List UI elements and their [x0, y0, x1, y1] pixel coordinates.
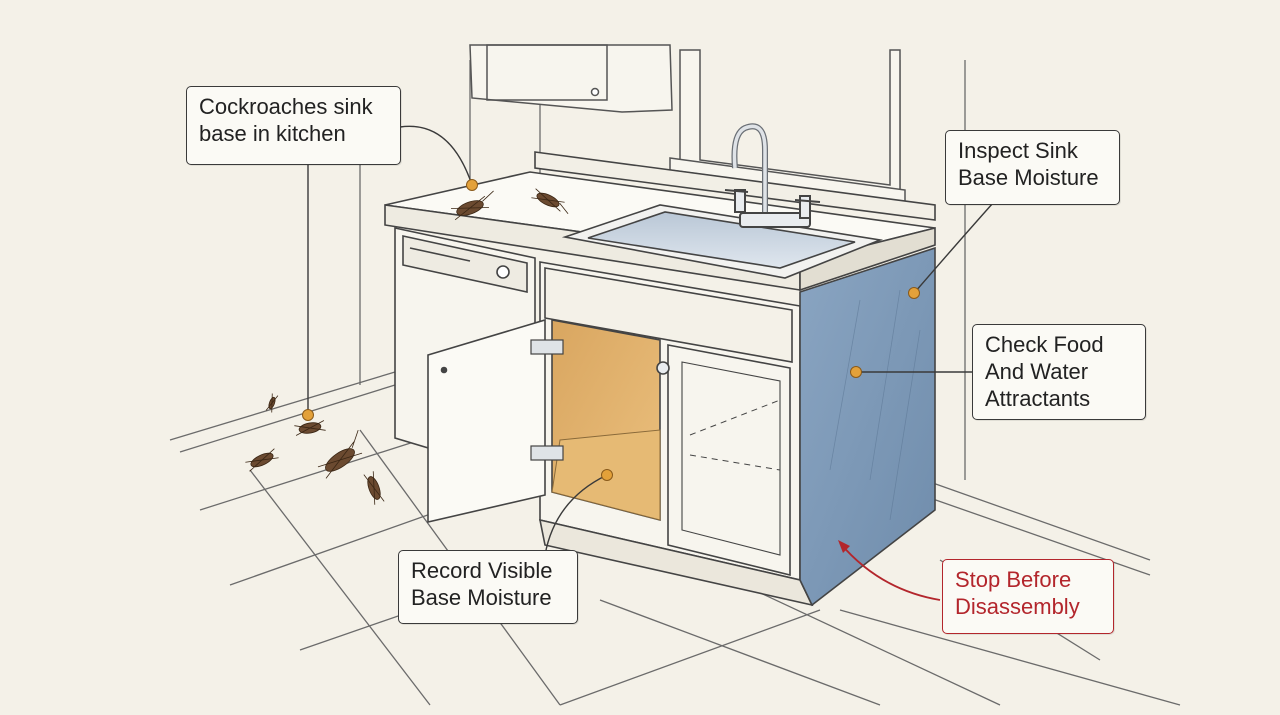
callout-markers: [302, 179, 920, 481]
callout-cockroaches: Cockroaches sink base in kitchen: [186, 86, 401, 165]
upper-cabinet: [469, 44, 673, 113]
callout-check: Check Food And Water Attractants: [972, 324, 1146, 420]
warning-arrowhead: [838, 540, 850, 553]
callout-stop-line1: Stop Before: [955, 567, 1072, 592]
callout-check-line1: Check Food: [985, 332, 1104, 357]
callout-record-line2: Base Moisture: [411, 585, 552, 610]
callout-check-line3: Attractants: [985, 386, 1091, 411]
callout-record: Record Visible Base Moisture: [398, 550, 578, 624]
leader-lines: [307, 125, 994, 556]
open-cabinet-door: [427, 318, 564, 524]
callout-inspect-line1: Inspect Sink: [958, 138, 1078, 163]
callout-check-line2: And Water: [985, 359, 1089, 384]
warning-leader-arrow: [839, 542, 941, 601]
cockroaches: [245, 188, 569, 505]
sink-basin: [561, 204, 883, 279]
callout-cockroaches-line2: base in kitchen: [199, 121, 346, 146]
sink-cabinet-front: [538, 261, 814, 607]
callout-stop-warning: Stop Before Disassembly: [942, 559, 1114, 634]
cabinet-side-panel: [799, 246, 936, 607]
callout-stop-line2: Disassembly: [955, 594, 1080, 619]
faucet: [724, 123, 821, 228]
callout-record-line1: Record Visible: [411, 558, 553, 583]
callout-inspect-line2: Base Moisture: [958, 165, 1099, 190]
callout-cockroaches-line1: Cockroaches sink: [199, 94, 373, 119]
callout-inspect: Inspect Sink Base Moisture: [945, 130, 1120, 205]
